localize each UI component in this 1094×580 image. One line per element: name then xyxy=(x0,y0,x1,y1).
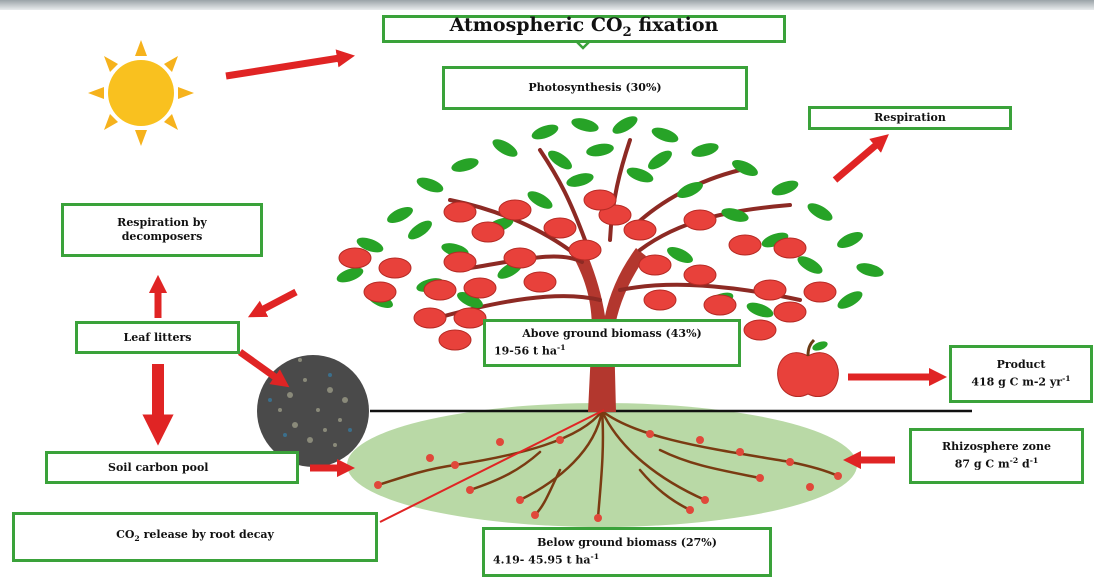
co2-release-suffix: release by root decay xyxy=(140,528,274,541)
apple-icon xyxy=(778,340,839,397)
soil-carbon-pool-label: Soil carbon pool xyxy=(108,461,288,475)
arrow-to-respiration xyxy=(835,140,882,180)
rhizosphere-sup1: -2 xyxy=(1010,456,1019,465)
above-ground-line1: Above ground biomass (43%) xyxy=(522,327,701,341)
soil-carbon-pool-box: Soil carbon pool xyxy=(45,451,299,484)
title-prefix: Atmospheric CO xyxy=(450,14,623,36)
product-line1: Product xyxy=(997,358,1046,372)
respiration-label: Respiration xyxy=(874,111,946,125)
co2-release-prefix: CO xyxy=(116,528,134,541)
rhizosphere-value-a: 87 g C m xyxy=(955,458,1010,471)
above-ground-value: 19-56 t ha xyxy=(494,345,557,358)
photosynthesis-box: Photosynthesis (30%) xyxy=(442,66,748,110)
photosynthesis-label: Photosynthesis (30%) xyxy=(528,81,661,95)
arrow-litters-to-pile xyxy=(240,352,282,382)
below-ground-biomass-box: Below ground biomass (27%) 4.19- 45.95 t… xyxy=(482,527,772,577)
rhizosphere-line1: Rhizosphere zone xyxy=(942,440,1051,454)
product-sup: -1 xyxy=(1062,374,1071,383)
title-suffix: fixation xyxy=(632,14,719,36)
respiration-box: Respiration xyxy=(808,106,1012,130)
arrow-sun-to-co2 xyxy=(226,57,346,76)
sun-icon xyxy=(88,40,194,146)
title-sub: 2 xyxy=(623,25,632,40)
title-box: Atmospheric CO2 fixation xyxy=(382,15,786,43)
product-box: Product 418 g C m-2 yr-1 xyxy=(949,345,1093,403)
leaf-litters-label: Leaf litters xyxy=(124,331,192,345)
respiration-decomposers-line1: Respiration by xyxy=(117,216,207,230)
below-ground-line1: Below ground biomass (27%) xyxy=(537,536,717,550)
rhizosphere-value-b: d xyxy=(1018,458,1030,471)
below-ground-value: 4.19- 45.95 t ha xyxy=(493,554,591,567)
below-ground-sup: -1 xyxy=(591,552,600,561)
arrow-tree-to-litters xyxy=(256,292,296,313)
respiration-decomposers-line2: decomposers xyxy=(122,230,203,244)
co2-release-box: CO2 release by root decay xyxy=(12,512,378,562)
rhizosphere-sup2: -1 xyxy=(1030,456,1039,465)
product-value: 418 g C m-2 yr xyxy=(971,376,1062,389)
leaf-litters-box: Leaf litters xyxy=(75,321,240,354)
above-ground-biomass-box: Above ground biomass (43%) 19-56 t ha-1 xyxy=(483,319,741,367)
above-ground-sup: -1 xyxy=(557,343,566,352)
respiration-decomposers-box: Respiration by decomposers xyxy=(61,203,263,257)
rhizosphere-zone-box: Rhizosphere zone 87 g C m-2 d-1 xyxy=(909,428,1084,484)
